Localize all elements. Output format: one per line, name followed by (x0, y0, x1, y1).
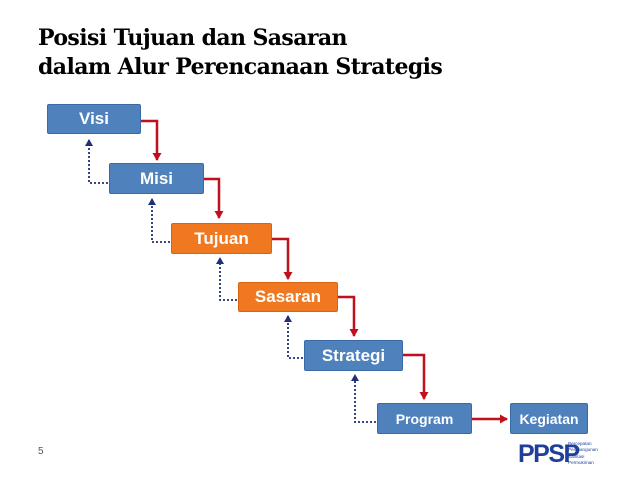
arrow-misi-to-tujuan (204, 177, 224, 219)
ppsp-logo: PPSP Percepatan Pembangunan Sanitasi Per… (518, 440, 614, 470)
ppsp-logo-line-1: Percepatan (568, 441, 592, 446)
ppsp-logo-line-2: Pembangunan (568, 447, 598, 453)
ppsp-logo-line-3: Sanitasi (568, 453, 585, 459)
step-sasaran-label: Sasaran (254, 287, 322, 306)
step-strategi-label: Strategi (321, 345, 386, 365)
feedback-tujuan-to-misi (148, 198, 170, 243)
step-tujuan: Tujuan (171, 223, 272, 254)
step-visi: Visi (47, 104, 141, 134)
step-kegiatan-label: Kegiatan (519, 410, 579, 427)
step-misi-label: Misi (139, 168, 174, 188)
step-tujuan-label: Tujuan (194, 228, 249, 248)
ppsp-logo-line-4: Permukiman (568, 460, 594, 466)
step-sasaran: Sasaran (238, 282, 338, 312)
arrow-tujuan-to-sasaran (272, 237, 293, 280)
slide-title: Posisi Tujuan dan Sasaran dalam Alur Per… (38, 24, 443, 82)
feedback-strategi-to-sasaran (284, 315, 303, 359)
step-strategi: Strategi (304, 340, 403, 371)
arrow-visi-to-misi (141, 119, 162, 161)
feedback-sasaran-to-tujuan (216, 257, 237, 301)
step-kegiatan: Kegiatan (510, 403, 588, 434)
page-number: 5 (38, 446, 44, 457)
feedback-misi-to-visi (85, 139, 108, 184)
step-misi: Misi (109, 163, 204, 194)
arrow-sasaran-to-strategi (338, 295, 359, 337)
arrow-strategi-to-program (403, 353, 429, 400)
feedback-program-to-strategi (351, 374, 376, 423)
step-program: Program (377, 403, 472, 434)
slide-title-line-2: dalam Alur Perencanaan Strategis (38, 54, 443, 80)
ppsp-logo-subtitle: Percepatan Pembangunan Sanitasi Permukim… (568, 441, 598, 467)
ppsp-logo-mark: PPSP (518, 440, 580, 468)
slide-title-line-1: Posisi Tujuan dan Sasaran (38, 25, 348, 51)
step-visi-label: Visi (79, 109, 109, 128)
step-program-label: Program (395, 410, 454, 427)
